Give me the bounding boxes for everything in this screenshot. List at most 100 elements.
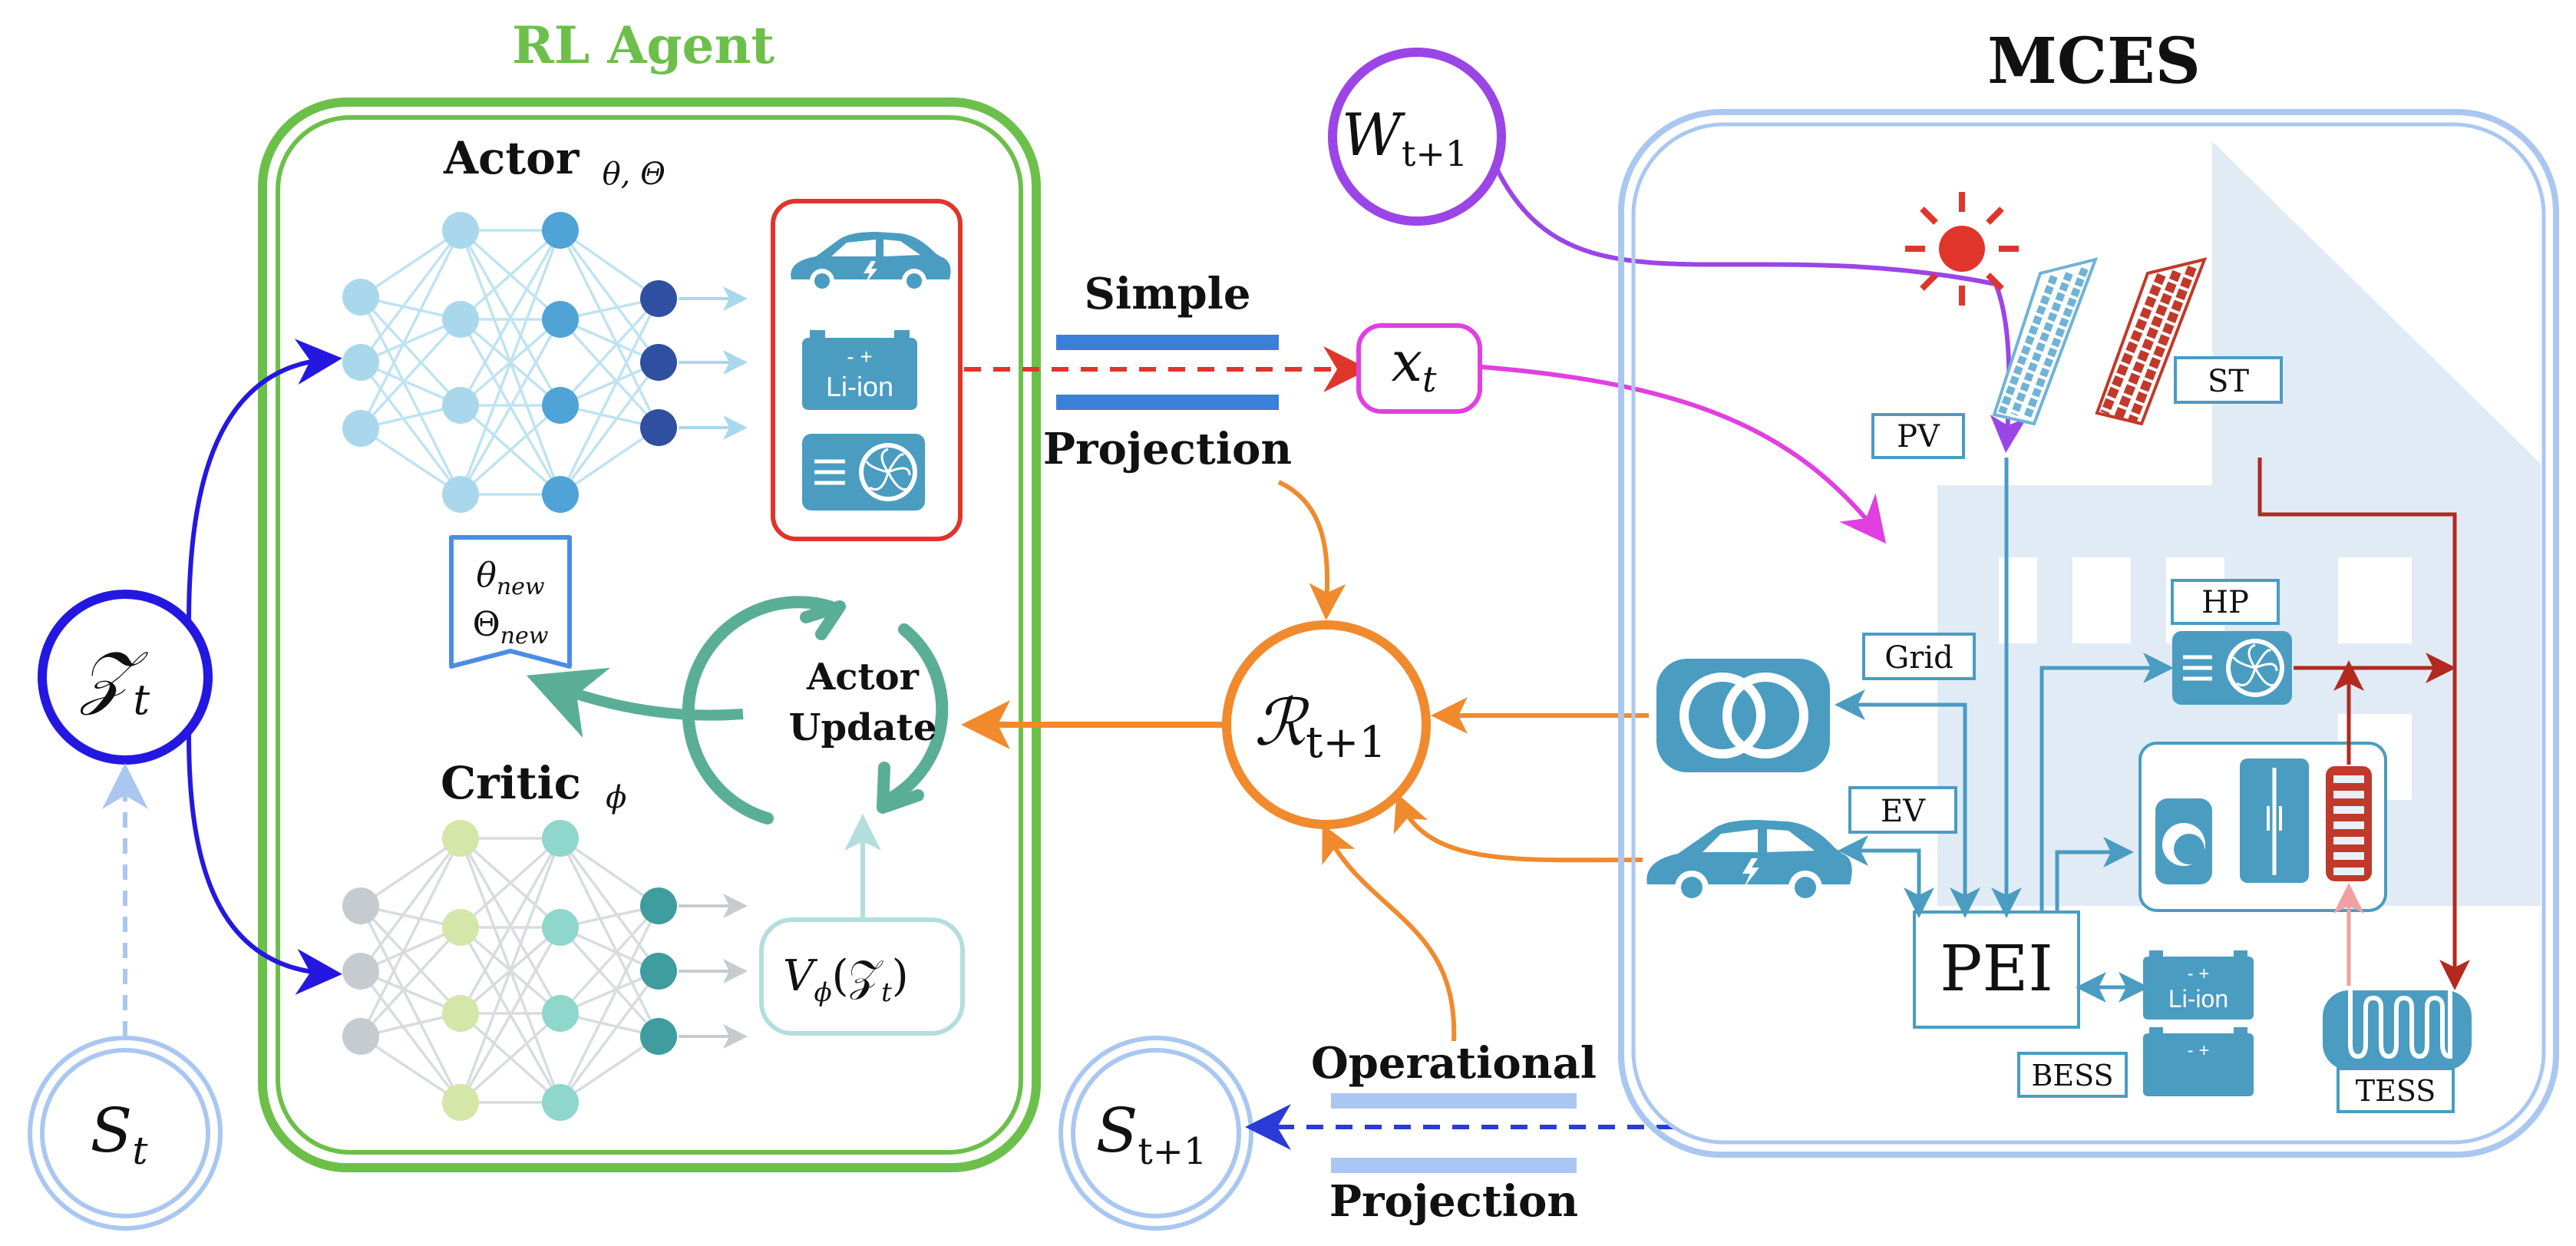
critic-network	[342, 820, 748, 1121]
battery-icon: - + Li-ion	[802, 330, 917, 410]
x-node: xt	[1356, 323, 1482, 414]
hp-label: HP	[2171, 579, 2280, 625]
svg-text:EV: EV	[1881, 794, 1926, 829]
z-node-sub: t	[133, 676, 150, 724]
critic-edges	[359, 837, 660, 1104]
theta-new-sub: new	[497, 573, 545, 600]
critic-param: ϕ	[606, 780, 626, 815]
svg-text:θnew: θnew	[476, 556, 545, 600]
critic-outputs	[679, 894, 748, 1049]
radiator-icon	[2326, 766, 2372, 881]
grid-icon	[1656, 659, 1830, 772]
operational-projection-top: Operational	[1311, 1038, 1597, 1089]
s-next-node: St+1	[1058, 1036, 1253, 1231]
pv-panel-icon	[1992, 257, 2099, 426]
simple-projection-bottom: Projection	[1043, 424, 1292, 474]
actor-label: Actor	[443, 132, 580, 184]
rl-agent-frame-inner	[276, 115, 1023, 1155]
w-node-main: W	[1342, 101, 1406, 169]
tess-label: TESS	[2337, 1067, 2455, 1113]
rl-agent-frame-outer	[258, 97, 1041, 1172]
r-node-main: ℛ	[1254, 685, 1309, 760]
ev-label: EV	[1848, 786, 1957, 834]
heat-pump-icon	[802, 434, 925, 511]
actor-outputs	[679, 286, 748, 440]
actor-heading: Actor θ, Θ	[443, 132, 665, 192]
svg-text:HP: HP	[2201, 585, 2249, 620]
svg-text:- +: - +	[2188, 963, 2210, 984]
svg-text:ST: ST	[2208, 364, 2249, 399]
actor-network	[342, 212, 748, 513]
svg-text:St: St	[91, 1095, 149, 1173]
actor-update-line2: Update	[789, 706, 937, 749]
ev-to-r-arrow	[1393, 792, 1643, 863]
value-fn-arg-sub: t	[881, 977, 892, 1008]
actor-nodes	[342, 212, 677, 513]
projection-to-r-arrow	[1277, 480, 1346, 620]
appliances-box	[2138, 742, 2387, 912]
rl-agent-panel: RL Agent	[258, 15, 1041, 1172]
mces-frame-outer	[1618, 109, 2559, 1158]
critic-nodes	[342, 820, 677, 1121]
svg-text:- +: - +	[847, 345, 872, 369]
operational-to-r-arrow	[1322, 824, 1457, 1042]
svg-text:Θnew: Θnew	[473, 605, 549, 649]
x-node-sub: t	[1422, 359, 1437, 400]
Theta-new: Θ	[473, 605, 500, 644]
svg-text:BESS: BESS	[2031, 1059, 2113, 1092]
pv-label: PV	[1871, 413, 1965, 459]
pei-box: PEI	[1913, 911, 2080, 1029]
x-to-mces-arrow	[1481, 365, 1887, 544]
simple-projection-top: Simple	[1084, 269, 1250, 319]
s-node-main: S	[91, 1095, 133, 1166]
value-fn-symbol: V	[783, 951, 818, 1001]
svg-text:Vϕ(𝒵t): Vϕ(𝒵t)	[783, 951, 909, 1008]
mces-panel: MCES	[1618, 25, 2559, 1158]
action-box: - + Li-ion	[771, 199, 963, 541]
critic-heading: Critic ϕ	[441, 757, 626, 815]
svg-text:Li-ion: Li-ion	[826, 371, 893, 402]
svg-text:xt: xt	[1391, 329, 1437, 400]
solar-thermal-panel-icon	[2095, 257, 2208, 426]
operational-projection: Operational Projection	[1311, 1038, 1597, 1227]
z-to-critic-arrow	[187, 733, 342, 995]
mces-title: MCES	[1987, 25, 2201, 98]
svg-text:Critic ϕ: Critic ϕ	[441, 757, 626, 815]
s-next-sub: t+1	[1138, 1130, 1207, 1173]
svg-text:PEI: PEI	[1940, 933, 2053, 1006]
svg-text:St+1: St+1	[1096, 1095, 1207, 1173]
theta-new: θ	[476, 556, 497, 595]
value-fn-sub: ϕ	[814, 977, 831, 1008]
actor-params: θ, Θ	[603, 157, 665, 192]
value-function-box: Vϕ(𝒵t)	[759, 814, 965, 1036]
mces-flows	[1835, 458, 2470, 1003]
operational-projection-bottom: Projection	[1329, 1176, 1578, 1227]
z-to-actor-arrow	[187, 339, 342, 624]
s-node-sub: t	[132, 1129, 148, 1173]
svg-text:ℛt+1: ℛt+1	[1254, 685, 1386, 768]
svg-text:TESS: TESS	[2356, 1074, 2436, 1108]
x-node-main: x	[1391, 329, 1422, 394]
ev-car-icon	[791, 232, 951, 293]
li-ion-battery-icon: - + Li-ion	[2143, 950, 2254, 1020]
svg-text:PV: PV	[1897, 419, 1940, 454]
fridge-icon	[2240, 759, 2309, 883]
svg-text:Grid: Grid	[1884, 640, 1953, 676]
svg-text:- +: - +	[2188, 1040, 2210, 1061]
new-params-banner: θnew Θnew	[449, 535, 572, 669]
value-fn-close: )	[892, 951, 909, 1001]
w-node-sub: t+1	[1402, 133, 1468, 174]
bess-label: BESS	[2017, 1052, 2128, 1098]
critic-label: Critic	[441, 757, 581, 809]
actor-update-line1: Actor	[806, 656, 920, 699]
washing-machine-icon	[2155, 798, 2212, 884]
st-label: ST	[2174, 356, 2283, 404]
svg-text:Actor θ, Θ: Actor θ, Θ	[443, 132, 665, 192]
grid-label: Grid	[1862, 633, 1976, 680]
r-node-sub: t+1	[1306, 718, 1386, 768]
tess-icon	[2323, 984, 2472, 1070]
actor-update-cycle: Actor Update	[526, 596, 949, 825]
w-to-pv-arrow	[1494, 167, 2027, 453]
hp-icon	[2172, 631, 2292, 705]
